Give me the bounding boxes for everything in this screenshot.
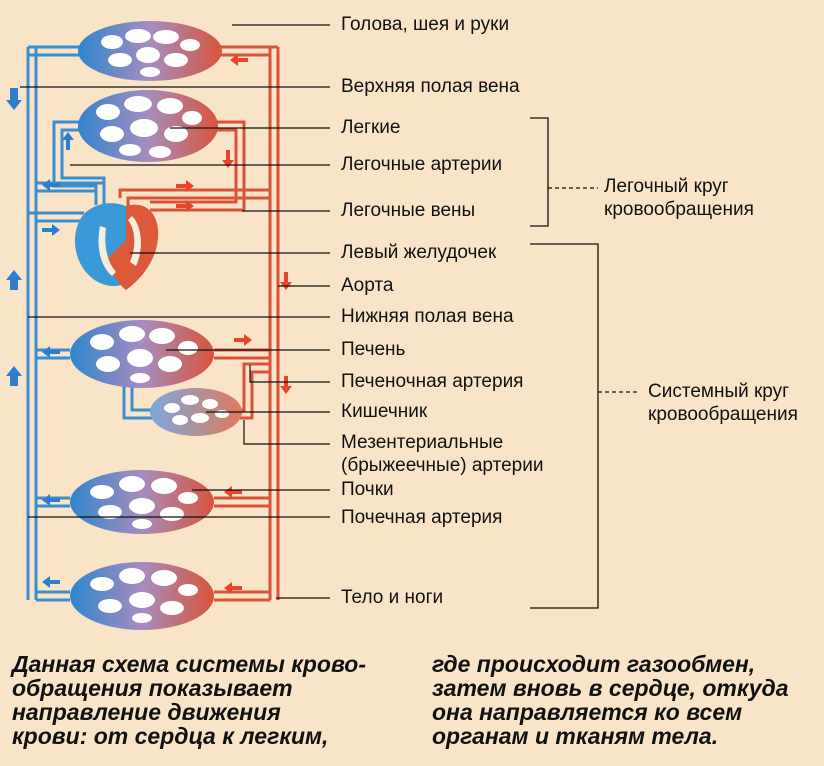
capillary-bed-head	[78, 21, 222, 81]
capillary-bed-intestine	[150, 388, 242, 436]
label-left-ventricle: Левый желудочек	[341, 242, 497, 263]
label-head-neck-arms: Голова, шея и руки	[341, 14, 510, 35]
caption-right-line: где происходит газообмен,	[432, 651, 756, 677]
label-superior-vena-cava: Верхняя полая вена	[341, 76, 520, 97]
label-mesenteric-2: (брыжеечные) артерии	[341, 455, 544, 476]
caption-left-line: направление движения	[12, 699, 281, 725]
label-intestine: Кишечник	[341, 401, 428, 422]
label-lungs: Легкие	[341, 117, 401, 138]
caption-right-line: она направляется ко всем	[432, 699, 743, 725]
caption-left: Данная схема системы крово- обращения по…	[12, 652, 366, 748]
capillary-bed-liver	[70, 320, 214, 388]
capillary-bed-lungs	[78, 90, 218, 162]
group-pulmonary-line1: Легочный круг	[604, 176, 729, 197]
venous-system	[26, 45, 152, 602]
label-liver: Печень	[341, 339, 406, 360]
pulmonary-bracket	[530, 117, 549, 227]
group-systemic-line2: кровообращения	[648, 404, 798, 425]
label-body-legs: Тело и ноги	[341, 587, 444, 608]
systemic-bracket	[530, 243, 599, 609]
heart	[74, 203, 159, 290]
leader-lines	[20, 24, 330, 599]
caption-left-line: крови: от сердца к легким,	[12, 723, 329, 749]
flow-arrows	[6, 54, 292, 594]
arrow-blue	[6, 88, 74, 588]
label-renal-artery: Почечная артерия	[341, 507, 503, 528]
caption-right: где происходит газообмен, затем вновь в …	[432, 652, 789, 748]
label-inferior-vena-cava: Нижняя полая вена	[341, 306, 514, 327]
capillary-bed-kidneys	[70, 470, 214, 534]
caption-left-line: Данная схема системы крово-	[12, 651, 367, 677]
label-pulmonary-veins: Легочные вены	[341, 200, 476, 221]
caption-right-line: затем вновь в сердце, откуда	[432, 675, 789, 701]
label-mesenteric-1: Мезентериальные	[341, 432, 504, 453]
brackets	[530, 117, 640, 609]
vessels	[26, 45, 280, 602]
label-hepatic-artery: Печеночная артерия	[341, 371, 524, 392]
label-aorta: Аорта	[341, 275, 394, 296]
group-pulmonary-line2: кровообращения	[604, 199, 754, 220]
label-kidneys: Почки	[341, 479, 394, 500]
label-pulmonary-arteries: Легочные артерии	[341, 154, 503, 175]
caption-left-line: обращения показывает	[12, 675, 293, 701]
capillary-bed-body-legs	[70, 562, 214, 630]
group-systemic-line1: Системный круг	[648, 381, 790, 402]
caption-right-line: органам и тканям тела.	[432, 723, 719, 749]
